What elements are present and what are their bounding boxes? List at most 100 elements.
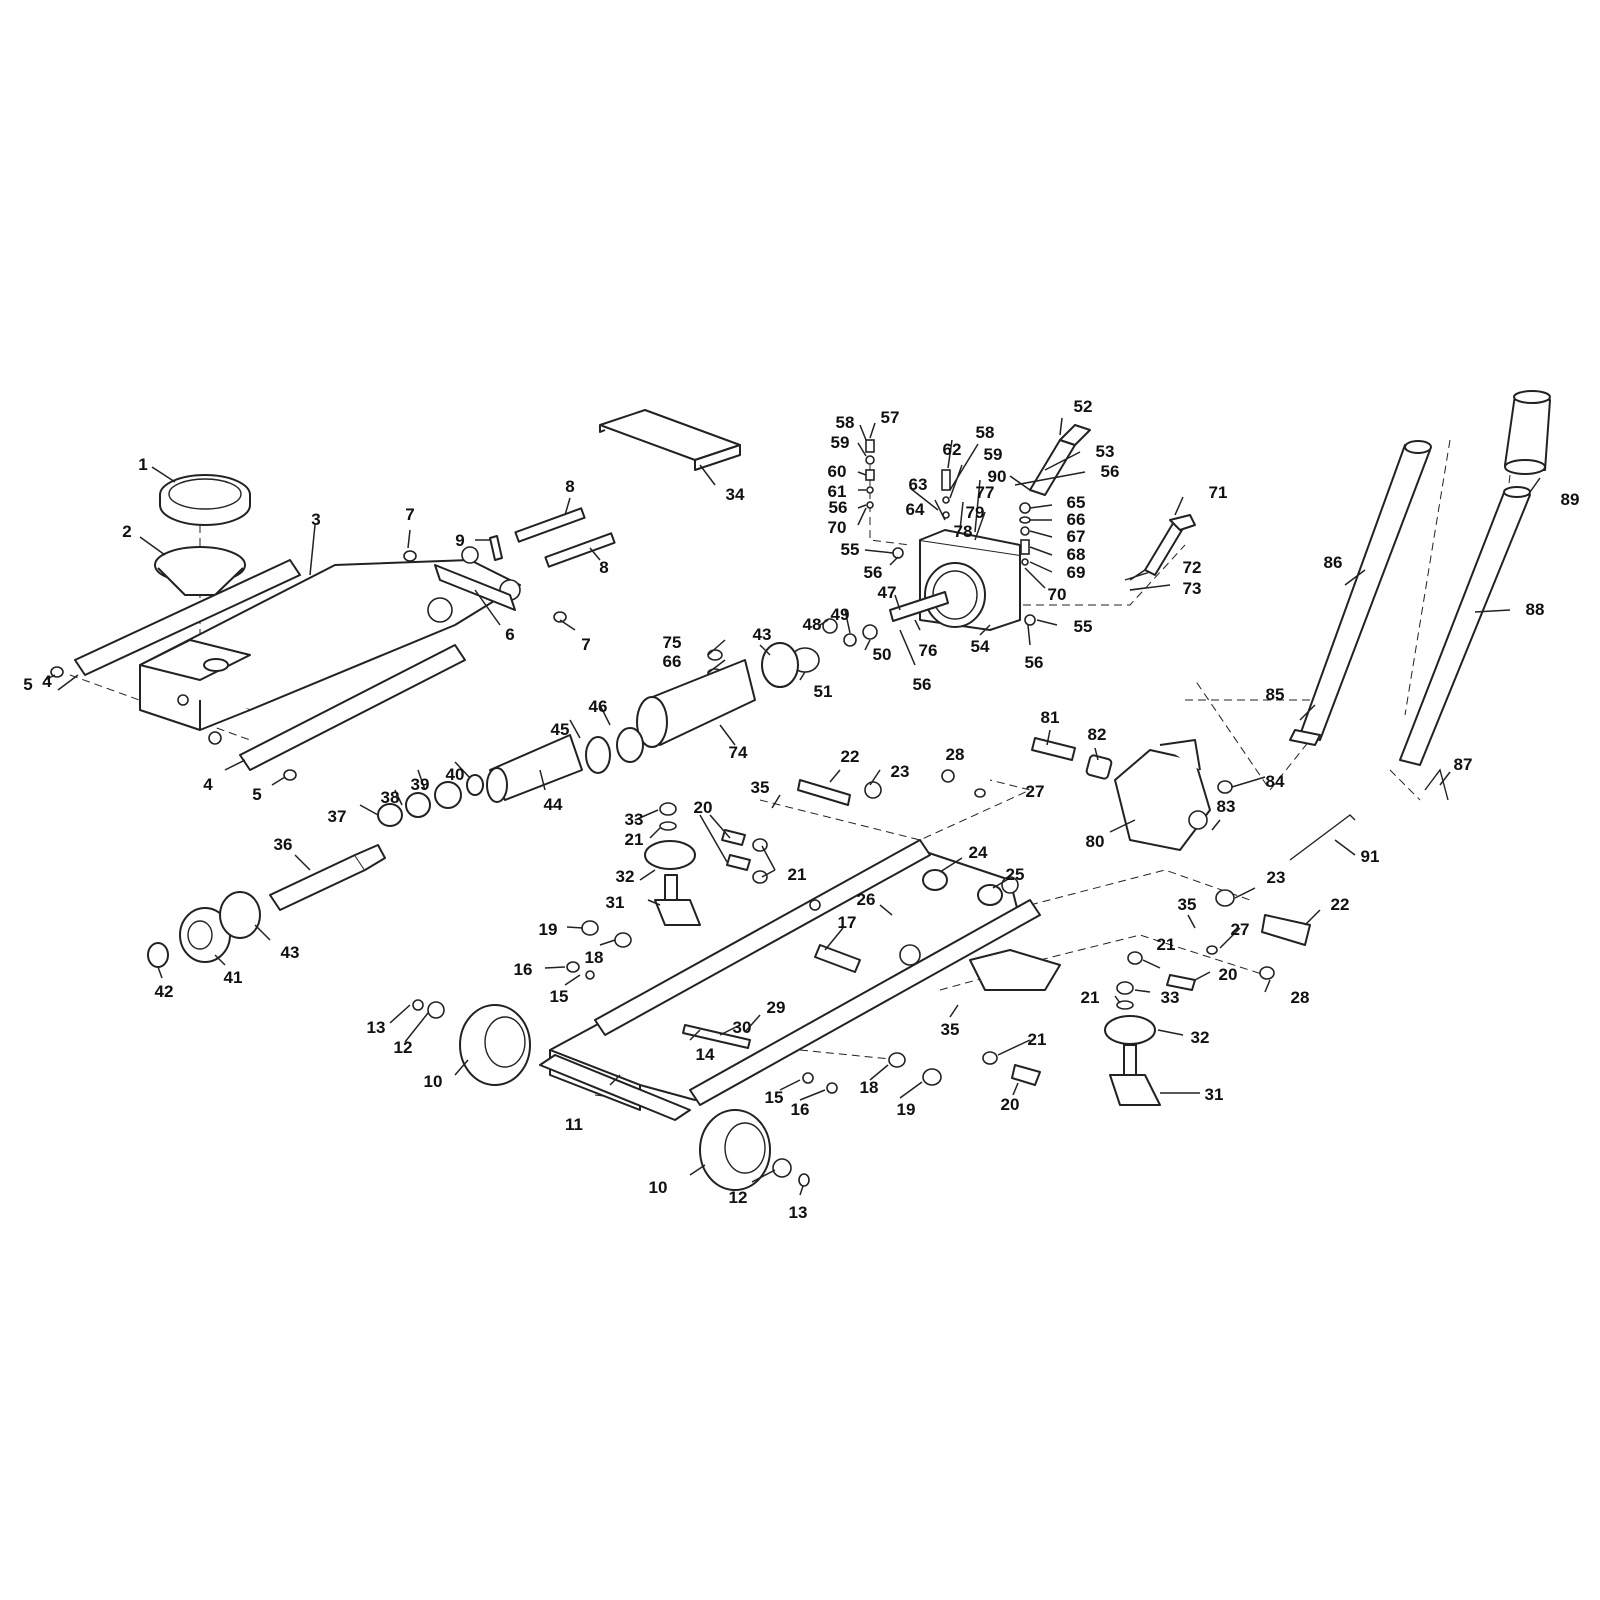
part-label-60: 60 (828, 462, 847, 481)
part-label-67: 67 (1067, 527, 1086, 546)
part-label-21: 21 (1157, 935, 1176, 954)
part-label-21: 21 (625, 830, 644, 849)
part-label-79: 79 (966, 503, 985, 522)
front-wheel-left (412, 999, 531, 1086)
handle-clips (1289, 768, 1449, 861)
part-label-4: 4 (42, 672, 52, 691)
part-label-22: 22 (841, 747, 860, 766)
part-label-2: 2 (122, 522, 131, 541)
part-label-58: 58 (836, 413, 855, 432)
lifting-arm-assembly (74, 559, 521, 771)
part-label-80: 80 (1086, 832, 1105, 851)
part-label-19: 19 (539, 920, 558, 939)
part-label-73: 73 (1183, 579, 1202, 598)
return-springs (514, 507, 616, 568)
part-label-91: 91 (1361, 847, 1380, 866)
pump-body (889, 529, 1021, 631)
part-label-46: 46 (589, 697, 608, 716)
part-label-70: 70 (828, 518, 847, 537)
part-label-69: 69 (1067, 563, 1086, 582)
part-label-77: 77 (976, 483, 995, 502)
part-label-22: 22 (1331, 895, 1350, 914)
main-frame (539, 839, 1061, 1121)
part-label-21: 21 (1081, 988, 1100, 1007)
part-label-89: 89 (1561, 490, 1580, 509)
part-label-82: 82 (1088, 725, 1107, 744)
part-label-34: 34 (726, 485, 745, 504)
part-label-56: 56 (864, 563, 883, 582)
part-label-15: 15 (550, 987, 569, 1006)
part-label-16: 16 (514, 960, 533, 979)
part-label-72: 72 (1183, 558, 1202, 577)
part-label-50: 50 (873, 645, 892, 664)
part-label-27: 27 (1231, 920, 1250, 939)
part-label-10: 10 (649, 1178, 668, 1197)
part-label-68: 68 (1067, 545, 1086, 564)
part-label-20: 20 (1001, 1095, 1020, 1114)
part-label-20: 20 (1219, 965, 1238, 984)
part-label-56: 56 (1025, 653, 1044, 672)
part-label-12: 12 (394, 1038, 413, 1057)
part-label-43: 43 (281, 943, 300, 962)
part-label-35: 35 (751, 778, 770, 797)
part-label-65: 65 (1067, 493, 1086, 512)
part-label-20: 20 (694, 798, 713, 817)
part-label-71: 71 (1209, 483, 1228, 502)
part-label-75: 75 (663, 633, 682, 652)
saddle (154, 546, 246, 596)
part-label-62: 62 (943, 440, 962, 459)
front-wheel-right (699, 1109, 810, 1191)
part-label-83: 83 (1217, 797, 1236, 816)
part-label-23: 23 (1267, 868, 1286, 887)
part-label-49: 49 (831, 605, 850, 624)
part-label-57: 57 (881, 408, 900, 427)
part-label-88: 88 (1526, 600, 1545, 619)
part-label-78: 78 (954, 522, 973, 541)
part-label-43: 43 (753, 625, 772, 644)
caster-right (1104, 981, 1161, 1106)
part-label-66: 66 (663, 652, 682, 671)
part-label-32: 32 (1191, 1028, 1210, 1047)
valve-stack-right (1019, 502, 1031, 566)
frame-springs (922, 869, 1003, 906)
part-label-53: 53 (1096, 442, 1115, 461)
part-label-24: 24 (969, 843, 988, 862)
part-label-32: 32 (616, 867, 635, 886)
part-label-33: 33 (1161, 988, 1180, 1007)
part-label-61: 61 (828, 482, 847, 501)
part-label-4: 4 (203, 775, 213, 794)
part-label-8: 8 (599, 558, 608, 577)
saddle-pad (159, 474, 251, 526)
part-label-51: 51 (814, 682, 833, 701)
part-label-11: 11 (565, 1115, 583, 1134)
part-label-87: 87 (1454, 755, 1473, 774)
part-label-15: 15 (765, 1088, 784, 1107)
handle-tubes (1289, 390, 1551, 766)
part-label-14: 14 (696, 1045, 715, 1064)
part-label-17: 17 (838, 913, 857, 932)
part-label-63: 63 (909, 475, 928, 494)
part-label-56: 56 (829, 498, 848, 517)
part-label-5: 5 (252, 785, 261, 804)
part-label-8: 8 (565, 477, 574, 496)
part-number-labels: 1 2 3 4 4 5 5 6 7 7 8 8 9 10 10 11 12 12… (23, 397, 1579, 1222)
part-label-52: 52 (1074, 397, 1093, 416)
leader-lines (44, 417, 1541, 1196)
part-label-27: 27 (1026, 782, 1045, 801)
part-label-28: 28 (1291, 988, 1310, 1007)
part-label-13: 13 (789, 1203, 808, 1222)
part-label-55: 55 (841, 540, 860, 559)
handle-yoke (1031, 737, 1233, 851)
part-label-84: 84 (1266, 772, 1285, 791)
part-label-56: 56 (913, 675, 932, 694)
part-label-58: 58 (976, 423, 995, 442)
part-label-19: 19 (897, 1100, 916, 1119)
part-label-48: 48 (803, 615, 822, 634)
part-label-38: 38 (381, 788, 400, 807)
part-label-13: 13 (367, 1018, 386, 1037)
part-label-64: 64 (906, 500, 925, 519)
part-label-16: 16 (791, 1100, 810, 1119)
caster-left (644, 802, 701, 926)
part-label-23: 23 (891, 762, 910, 781)
